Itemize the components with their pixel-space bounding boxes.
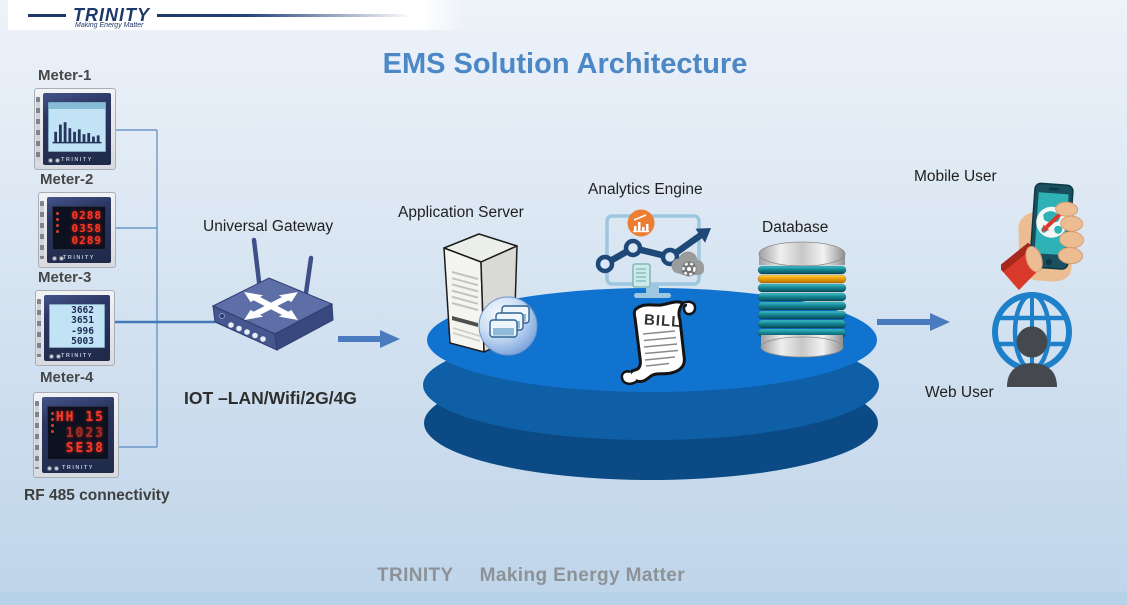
meter-4-device: HH 15 1023 SE38 TRINITY [33,392,119,478]
router-port-leds [228,322,266,342]
meter-1-face: TRINITY [43,93,111,165]
page-title: EMS Solution Architecture [382,48,748,80]
meter-3-reading: 3651 [71,315,94,327]
footer-tagline-text: Making Energy Matter [479,565,686,586]
meter-2-face: 0288 0358 0289 TRINITY [47,197,111,263]
meter-3-label: Meter-3 [38,269,92,286]
antenna-left-icon [251,237,263,293]
meter-2-reading: 0289 [71,234,102,248]
meter-2-label: Meter-2 [40,171,94,188]
meter-3-reading: 5003 [71,335,94,347]
meter-buttons [48,158,60,163]
gateway-router-icon [211,237,334,351]
person-silhouette-icon [1007,326,1057,387]
app-windows-badge-icon [478,296,538,356]
server-vents [451,271,479,311]
gateway-connectivity-label: IOT –LAN/Wifi/2G/4G [184,388,357,408]
cloud-gear-icon [671,251,704,277]
document-icon [632,263,651,288]
trinity-logo: TRINITY Making Energy Matter [8,0,466,30]
meter-2-reading: 0288 [71,208,102,222]
mobile-user-label: Mobile User [914,168,997,185]
trend-line-icon [595,228,711,274]
meter-1-device: TRINITY [34,88,116,170]
bottom-bar [0,592,1127,605]
meter-4-reading: SE38 [65,441,105,457]
rf485-connectivity-label: RF 485 connectivity [24,487,170,504]
meter-2-reading: 0358 [71,221,102,235]
meter-buttons [49,354,61,359]
platform-to-users-arrow-icon [877,313,950,331]
logo-tagline: Making Energy Matter [75,22,144,29]
bill-text: BILL [643,311,681,331]
analytics-monitor-icon [595,209,711,298]
server-tower-icon [443,233,538,356]
fingers-shape [1025,201,1085,273]
mobile-phone-hand-icon [1001,182,1085,291]
meter-2-screen: 0288 0358 0289 [52,206,106,250]
meter-1-label: Meter-1 [38,67,92,84]
footer-brand-text: TRINITY [376,565,454,586]
meter-4-reading: HH 15 [55,409,105,425]
application-server-label: Application Server [398,204,524,221]
meter-brand-text: TRINITY [62,465,94,471]
meter-2-led-indicators [56,212,59,233]
web-user-globe-icon [992,292,1072,387]
database-label: Database [762,219,829,236]
meter-4-label: Meter-4 [40,369,94,386]
meter-buttons [47,466,59,471]
meter-4-screen: HH 15 1023 SE38 [47,406,109,460]
footer-tagline: TRINITY Making Energy Matter [0,565,1062,587]
meter-4-face: HH 15 1023 SE38 TRINITY [42,397,114,473]
meter-3-reading: 3662 [71,305,94,316]
meter-4-reading: 1023 [65,425,105,441]
meter-3-reading: -996 [71,325,94,337]
gateway-label: Universal Gateway [203,218,334,235]
gateway-to-server-arrow-icon [338,330,400,348]
meter-3-screen: 3662 3651 -996 5003 [49,304,105,348]
logo-brand-text: TRINITY [73,5,150,25]
meter-brand-text: TRINITY [61,157,93,163]
web-user-label: Web User [925,384,994,401]
meter-4-led-indicators [51,412,54,433]
analytics-engine-label: Analytics Engine [588,181,703,198]
meter-2-device: 0288 0358 0289 TRINITY [38,192,116,268]
meter-brand-text: TRINITY [61,353,93,359]
meter-buttons [52,256,64,261]
bill-scroll-icon: BILL [620,300,697,386]
logo-right-line [157,14,412,17]
bill-text-lines [642,330,679,367]
meter-3-device: 3662 3651 -996 5003 TRINITY [35,290,115,366]
meter-1-barchart-icon [49,103,105,144]
database-cylinder-icon [757,241,847,358]
meter-brand-text: TRINITY [63,255,95,261]
meter-1-screen [48,102,106,152]
logo-left-dash [28,14,66,17]
meter-3-face: 3662 3651 -996 5003 TRINITY [44,295,110,361]
bar-chart-badge-icon [627,209,655,237]
